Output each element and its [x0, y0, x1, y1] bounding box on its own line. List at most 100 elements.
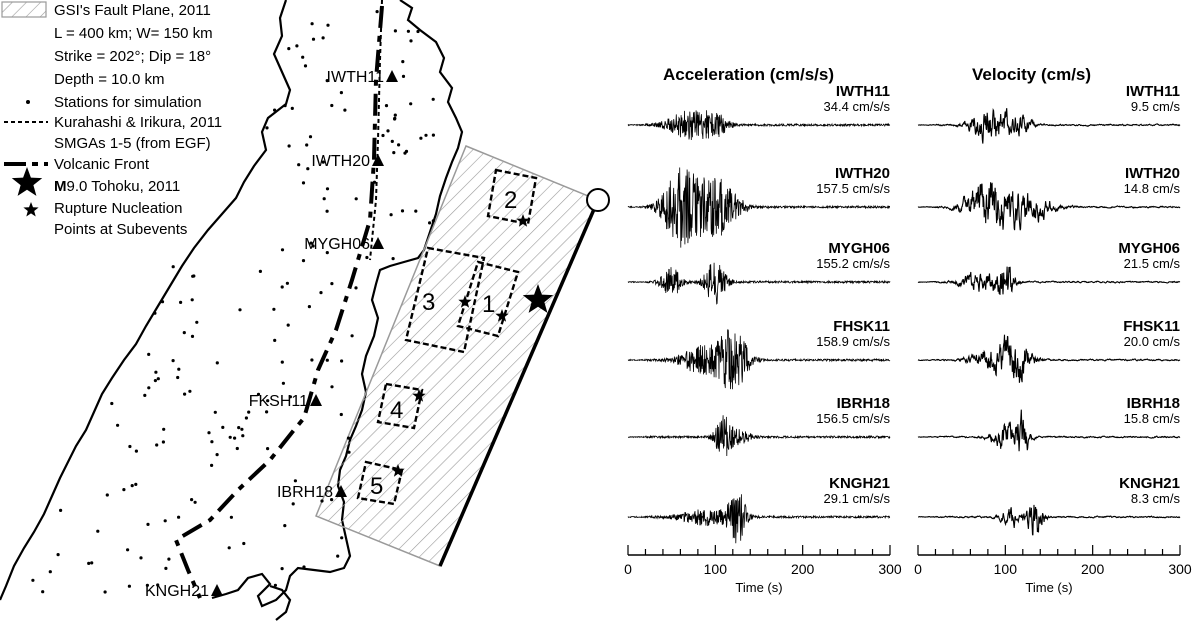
station-dot [404, 149, 409, 153]
vel-trace-ibrh18 [917, 409, 1181, 452]
gsi-fault-plane [315, 145, 599, 567]
station-triangle-mygh06 [372, 237, 384, 249]
station-dot [339, 412, 343, 417]
station-dot [176, 375, 180, 380]
nucleation-star-1 [516, 214, 530, 227]
axis-tick-label: 100 [994, 561, 1018, 577]
station-dot [242, 541, 246, 546]
station-triangle-kngh21 [211, 584, 223, 596]
station-dot [281, 381, 285, 385]
vel-peak-label: 9.5 cm/s [1131, 99, 1181, 114]
vel-peak-label: 15.8 cm/s [1124, 411, 1181, 426]
acc-trace-mygh06 [627, 262, 891, 305]
fault-top-edge [438, 199, 600, 567]
station-dot [293, 479, 297, 483]
station-dot [272, 307, 276, 311]
legend-strike-dip: Strike = 202°; Dip = 18° [54, 48, 211, 65]
station-dot [416, 29, 420, 34]
station-dot [310, 358, 314, 362]
station-dot [325, 79, 329, 83]
station-dot [210, 440, 214, 444]
station-dot [171, 265, 175, 269]
station-dot [390, 139, 394, 143]
smga-4-box [376, 382, 424, 430]
station-dot [325, 209, 329, 213]
station-dot [105, 493, 109, 497]
station-dot [409, 102, 413, 106]
station-dot [428, 221, 432, 225]
station-dot [409, 39, 413, 43]
station-dot [126, 548, 130, 552]
station-dot [330, 498, 334, 502]
station-dot [336, 554, 340, 558]
station-dot [431, 219, 435, 223]
station-dot [340, 536, 344, 540]
acc-station-label: KNGH21 [829, 475, 890, 492]
vel-station-label: IWTH11 [1126, 83, 1180, 100]
station-dot [301, 181, 306, 185]
station-dot [215, 361, 219, 365]
station-dot [110, 401, 114, 406]
legend-nucleation-1: Rupture Nucleation [54, 200, 182, 217]
station-dot [147, 386, 151, 390]
station-dot [156, 377, 160, 381]
acc-station-label: FHSK11 [833, 318, 890, 335]
station-dot [354, 286, 358, 290]
acc-station-label: IWTH20 [835, 165, 890, 182]
station-dot [195, 320, 199, 324]
station-dot [155, 443, 159, 447]
station-dot [59, 508, 63, 512]
station-dot [229, 515, 233, 519]
station-dot [139, 556, 143, 560]
station-dot [419, 136, 423, 140]
station-dot [308, 135, 313, 139]
smga-4-label: 4 [390, 397, 403, 424]
acc-station-label: MYGH06 [828, 240, 890, 257]
station-dot [266, 447, 270, 451]
station-dot [393, 113, 397, 117]
axis-tick-label: 200 [791, 561, 815, 577]
station-dot [130, 484, 134, 488]
station-dot [303, 64, 308, 68]
station-dot [143, 393, 147, 397]
station-dot [177, 367, 181, 371]
smga-2-label: 2 [504, 187, 517, 214]
legend-nucleation-star-shape [23, 202, 39, 217]
nucleation-star-2 [458, 295, 472, 308]
station-dot [381, 133, 385, 138]
station-dot [90, 561, 94, 565]
station-dot [146, 522, 150, 527]
station-dot [103, 590, 107, 594]
nucleation-star-3 [495, 309, 509, 322]
smga-5-box [356, 460, 404, 506]
station-dot [147, 352, 151, 356]
station-dot [302, 565, 306, 569]
station-dot [153, 379, 157, 383]
station-dot [177, 515, 181, 519]
vel-xlabel: Time (s) [1025, 580, 1072, 595]
vel-station-label: KNGH21 [1119, 475, 1180, 492]
station-dot [310, 22, 314, 26]
station-dot [325, 187, 330, 191]
station-dot [286, 323, 290, 327]
station-dot [330, 103, 334, 108]
station-dot [190, 498, 194, 502]
station-triangle-ibrh18 [335, 485, 347, 497]
station-dot [375, 10, 379, 14]
station-dot [188, 389, 192, 393]
coastline-west [0, 0, 292, 601]
axis-tick-label: 0 [624, 561, 632, 577]
acc-peak-label: 157.5 cm/s/s [816, 181, 890, 196]
station-dot [240, 427, 244, 431]
legend-smga: SMGAs 1-5 (from EGF) [54, 135, 211, 152]
station-dot [389, 213, 393, 217]
station-dot [160, 300, 165, 304]
legend-dims: L = 400 km; W= 150 km [54, 25, 213, 42]
station-dot [306, 167, 310, 171]
station-dot [190, 298, 194, 302]
station-label-mygh06: MYGH06 [304, 236, 370, 253]
station-triangle-fksh11 [310, 394, 322, 406]
station-dot [162, 427, 166, 431]
station-dot [307, 305, 311, 309]
